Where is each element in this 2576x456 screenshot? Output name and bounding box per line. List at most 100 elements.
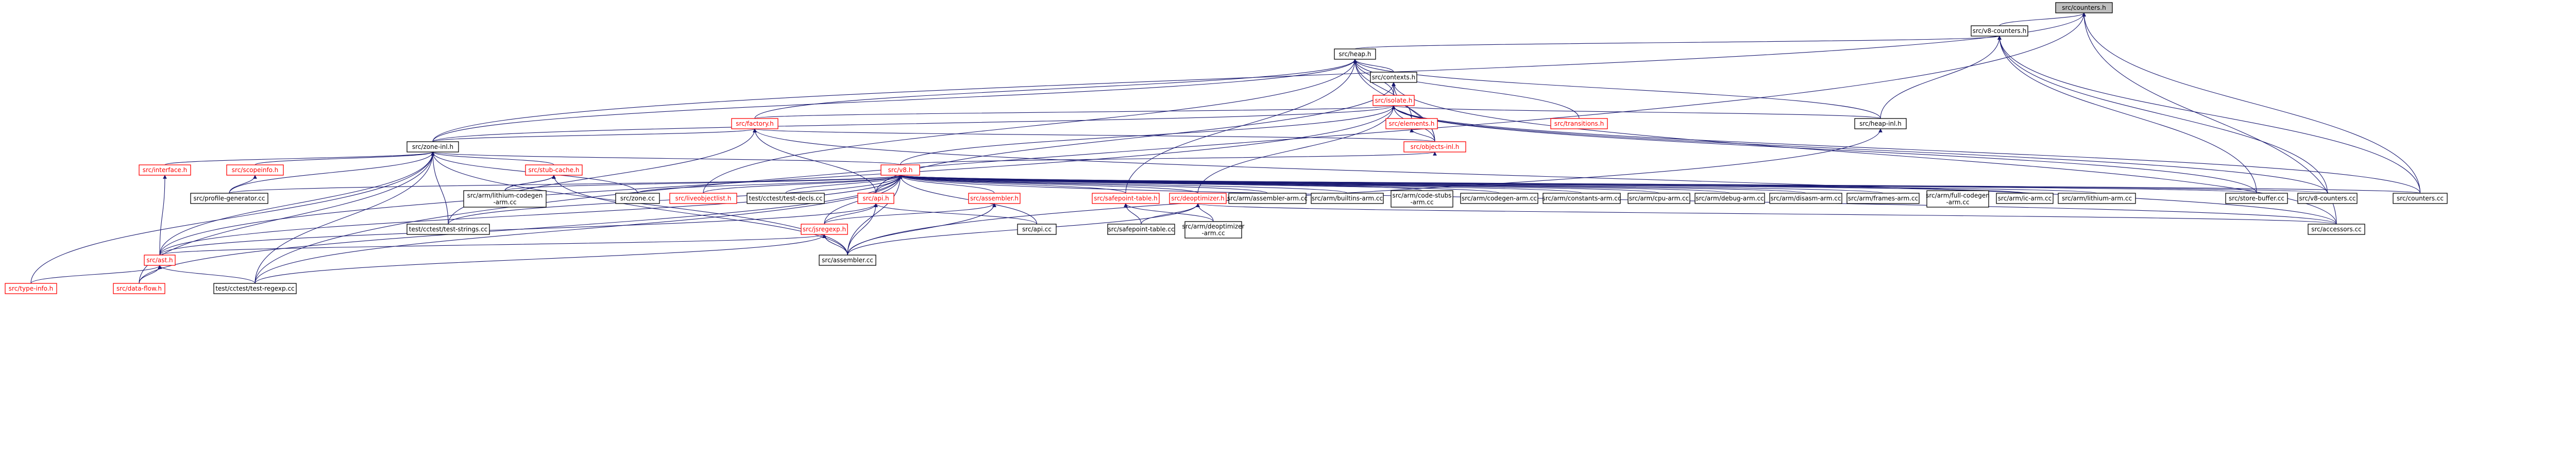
node-box <box>2308 224 2365 235</box>
node-box <box>463 190 547 208</box>
node-box <box>819 255 876 266</box>
node-label: src/zone-inl.h <box>412 143 453 150</box>
edge-testregexp_cc-to-zoneinl_h <box>255 151 435 284</box>
node-label: src/safepoint-table.cc <box>1108 226 1174 233</box>
node-accessors_cc[interactable]: src/accessors.cc <box>2308 224 2365 235</box>
node-label: src/arm/builtins-arm.cc <box>1312 195 1383 202</box>
edge-testdecls_cc-to-v8_h <box>785 175 903 194</box>
node-api_cc[interactable]: src/api.cc <box>1017 224 1057 235</box>
node-counters_cc[interactable]: src/counters.cc <box>2393 193 2448 204</box>
node-box <box>1017 224 1057 235</box>
node-label: -arm.cc <box>1201 230 1225 237</box>
edge-objectsinl_h-to-factory_h <box>753 128 1435 142</box>
node-armlithium_cc[interactable]: src/arm/lithium-codegen-arm.cc <box>463 190 547 208</box>
node-box <box>406 224 490 235</box>
node-box <box>880 164 920 176</box>
edge-api_cc-to-api_h <box>874 203 1038 225</box>
node-armfullcodegen_cc[interactable]: src/arm/full-codegen-arm.cc <box>1926 190 1990 208</box>
edge-safepoint_h-to-v8_h <box>898 175 1126 194</box>
node-armassembler_cc[interactable]: src/arm/assembler-arm.cc <box>1227 193 1308 204</box>
edge-zoneinl_h-to-factory_h <box>432 128 757 142</box>
node-typeinfo_h[interactable]: src/type-info.h <box>5 283 57 294</box>
node-counters_h[interactable]: src/counters.h <box>2055 2 2113 13</box>
node-factory_h[interactable]: src/factory.h <box>731 118 778 129</box>
node-api_h[interactable]: src/api.h <box>857 193 894 204</box>
node-armdebug_cc[interactable]: src/arm/debug-arm.cc <box>1694 193 1765 204</box>
node-liveobj_h[interactable]: src/liveobjectlist.h <box>669 193 737 204</box>
node-label: -arm.cc <box>493 199 516 206</box>
node-box <box>5 283 57 294</box>
node-zoneinl_h[interactable]: src/zone-inl.h <box>406 141 459 153</box>
edge-factory_h-to-isolate_h <box>754 105 1396 119</box>
node-ast_h[interactable]: src/ast.h <box>144 255 176 266</box>
edge-counters_cc-to-v8counters_h <box>1997 36 2421 194</box>
node-objectsinl_h[interactable]: src/objects-inl.h <box>1403 141 1466 153</box>
node-armcodestubs_cc[interactable]: src/arm/code-stubs-arm.cc <box>1391 190 1453 208</box>
edge-zone_cc-to-v8_h <box>637 175 903 194</box>
node-label: src/arm/lithium-codegen <box>467 192 543 199</box>
node-assembler_cc[interactable]: src/assembler.cc <box>819 255 876 266</box>
node-label: src/contexts.h <box>1372 74 1415 81</box>
node-armcodegen_cc[interactable]: src/arm/codegen-arm.cc <box>1460 193 1538 204</box>
edge-testregexp_cc-to-counters_h <box>255 12 2086 284</box>
node-box <box>144 255 176 266</box>
node-heapinl_h[interactable]: src/heap-inl.h <box>1854 118 1907 129</box>
edge-accessors_cc-to-deoptimizer_h <box>1196 203 2337 225</box>
node-armdeopt_cc[interactable]: src/arm/deoptimizer-arm.cc <box>1182 221 1245 239</box>
node-testregexp_cc[interactable]: test/cctest/test-regexp.cc <box>213 283 297 294</box>
node-armframes_cc[interactable]: src/arm/frames-arm.cc <box>1846 193 1920 204</box>
node-safepoint_cc[interactable]: src/safepoint-table.cc <box>1107 224 1175 235</box>
node-assembler_h[interactable]: src/assembler.h <box>968 193 1021 204</box>
node-box <box>1184 221 1242 239</box>
node-v8_h[interactable]: src/v8.h <box>880 164 920 176</box>
node-v8counters_h[interactable]: src/v8-counters.h <box>1971 25 2028 37</box>
node-armlithiumarm_cc[interactable]: src/arm/lithium-arm.cc <box>2058 193 2136 204</box>
edge-regexp_h-to-api_h <box>824 203 878 225</box>
node-teststrings_cc[interactable]: test/cctest/test-strings.cc <box>406 224 490 235</box>
node-label: src/accessors.cc <box>2311 226 2362 233</box>
node-v8counters_cc[interactable]: src/v8-counters.cc <box>2297 193 2358 204</box>
node-regexp_h[interactable]: src/jsregexp.h <box>801 224 848 235</box>
edge-assembler_cc-to-v8_h <box>847 175 903 256</box>
node-zone_cc[interactable]: src/zone.cc <box>615 193 660 204</box>
node-armconstants_cc[interactable]: src/arm/constants-arm.cc <box>1543 193 1621 204</box>
node-transitions_h[interactable]: src/transitions.h <box>1550 118 1608 129</box>
node-deoptimizer_h[interactable]: src/deoptimizer.h <box>1169 193 1227 204</box>
node-label: src/v8-counters.h <box>1973 27 2026 35</box>
node-label: src/store-buffer.cc <box>2229 195 2284 202</box>
edge-v8_h-to-objectsinl_h <box>900 151 1437 165</box>
node-isolate_h[interactable]: src/isolate.h <box>1372 95 1415 106</box>
node-contexts_h[interactable]: src/contexts.h <box>1370 72 1417 83</box>
node-dataflow_h[interactable]: src/data-flow.h <box>113 283 165 294</box>
edge-regexp_h-to-assembler_h <box>824 203 996 225</box>
node-armcpu_cc[interactable]: src/arm/cpu-arm.cc <box>1628 193 1690 204</box>
edge-stubcache_h-to-zoneinl_h <box>431 151 554 165</box>
node-stubcache_h[interactable]: src/stub-cache.h <box>525 164 583 176</box>
edge-v8_h-to-zoneinl_h <box>431 151 901 165</box>
node-interface_h[interactable]: src/interface.h <box>139 164 191 176</box>
edge-dataflow_h-to-ast_h <box>139 265 162 284</box>
node-scopeinfo_h[interactable]: src/scopeinfo.h <box>226 164 284 176</box>
edge-profilegen_cc-to-zoneinl_h <box>229 151 435 194</box>
node-armic_cc[interactable]: src/arm/ic-arm.cc <box>1996 193 2054 204</box>
node-label: src/safepoint-table.h <box>1094 195 1158 202</box>
node-label: src/arm/disasm-arm.cc <box>1771 195 1841 202</box>
node-heap_h[interactable]: src/heap.h <box>1334 48 1376 60</box>
node-label: src/deoptimizer.h <box>1171 195 1225 202</box>
node-armdisasm_cc[interactable]: src/arm/disasm-arm.cc <box>1769 193 1842 204</box>
node-box <box>1996 193 2054 204</box>
node-storebuffer_cc[interactable]: src/store-buffer.cc <box>2225 193 2288 204</box>
edge-typeinfo_h-to-ast_h <box>30 265 162 284</box>
node-label: src/profile-generator.cc <box>194 195 265 202</box>
node-safepoint_h[interactable]: src/safepoint-table.h <box>1092 193 1160 204</box>
node-profilegen_cc[interactable]: src/profile-generator.cc <box>190 193 268 204</box>
node-armbuiltins_cc[interactable]: src/arm/builtins-arm.cc <box>1311 193 1384 204</box>
node-testdecls_cc[interactable]: test/cctest/test-decls.cc <box>747 193 825 204</box>
edge-contexts_h-to-heap_h <box>1353 59 1394 73</box>
node-label: src/liveobjectlist.h <box>675 195 732 202</box>
node-label: src/api.h <box>862 195 889 202</box>
node-box <box>2225 193 2288 204</box>
node-elements_h[interactable]: src/elements.h <box>1385 118 1438 129</box>
node-label: src/api.cc <box>1022 226 1052 233</box>
edge-transitions_h-to-heap_h <box>1353 59 1580 119</box>
